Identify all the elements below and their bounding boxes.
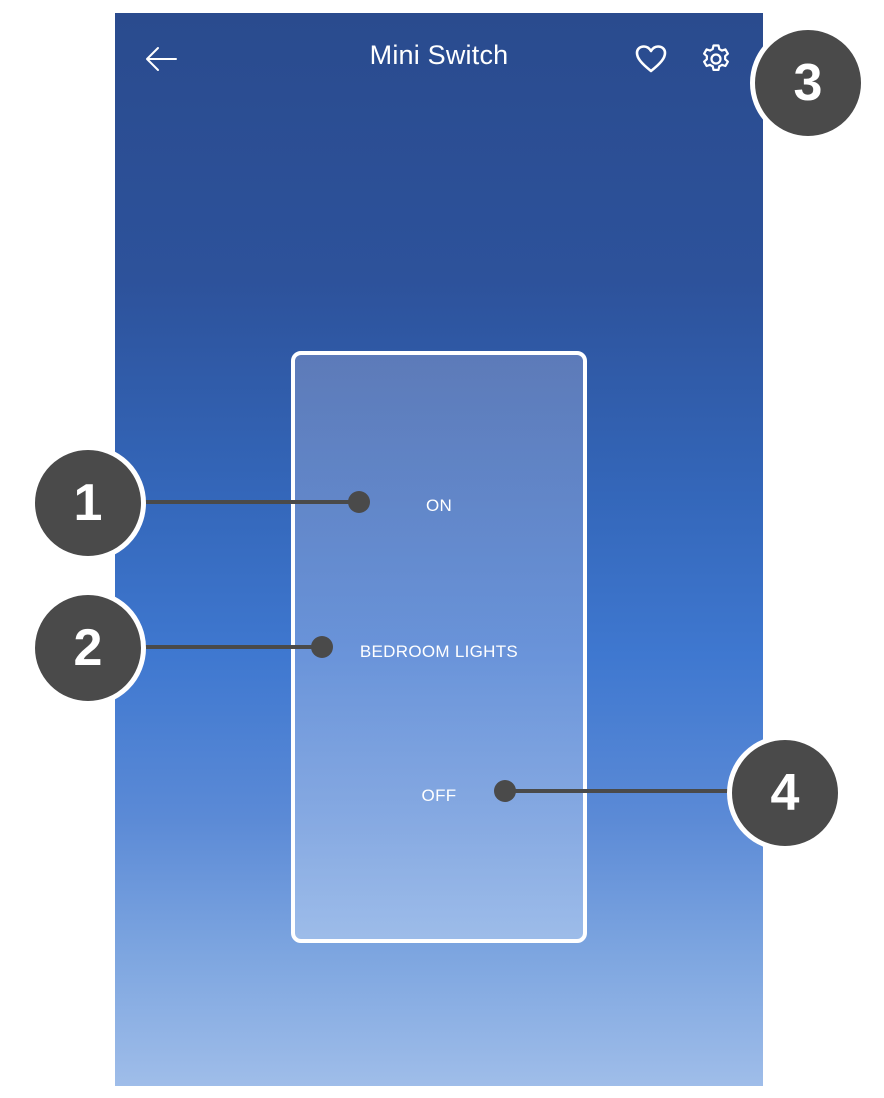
- switch-on-label: ON: [425, 496, 453, 515]
- callout-2-leader: [140, 645, 320, 649]
- callout-4-dot: [494, 780, 516, 802]
- page-title: Mini Switch: [369, 40, 509, 70]
- callout-3-badge: 3: [750, 25, 866, 141]
- callout-2-badge: 2: [30, 590, 146, 706]
- callout-1-leader: [140, 500, 360, 504]
- switch-off-label: OFF: [421, 786, 457, 805]
- callout-4-badge: 4: [727, 735, 843, 851]
- callout-1-dot: [348, 491, 370, 513]
- switch-name-label: BEDROOM LIGHTS: [359, 642, 519, 661]
- top-bar: Mini Switch: [115, 13, 763, 103]
- arrow-left-icon: [146, 47, 177, 71]
- gear-icon: [703, 44, 729, 71]
- light-switch-panel[interactable]: ON BEDROOM LIGHTS OFF: [291, 351, 587, 943]
- heart-outline-icon: [635, 45, 667, 73]
- callout-1-badge: 1: [30, 445, 146, 561]
- favorite-button[interactable]: [633, 41, 669, 77]
- callout-2-dot: [311, 636, 333, 658]
- callout-4-leader: [505, 789, 740, 793]
- back-button[interactable]: [143, 41, 179, 77]
- app-screen: Mini Switch ON BEDROOM LIGHTS OF: [115, 13, 763, 1086]
- settings-button[interactable]: [698, 41, 734, 77]
